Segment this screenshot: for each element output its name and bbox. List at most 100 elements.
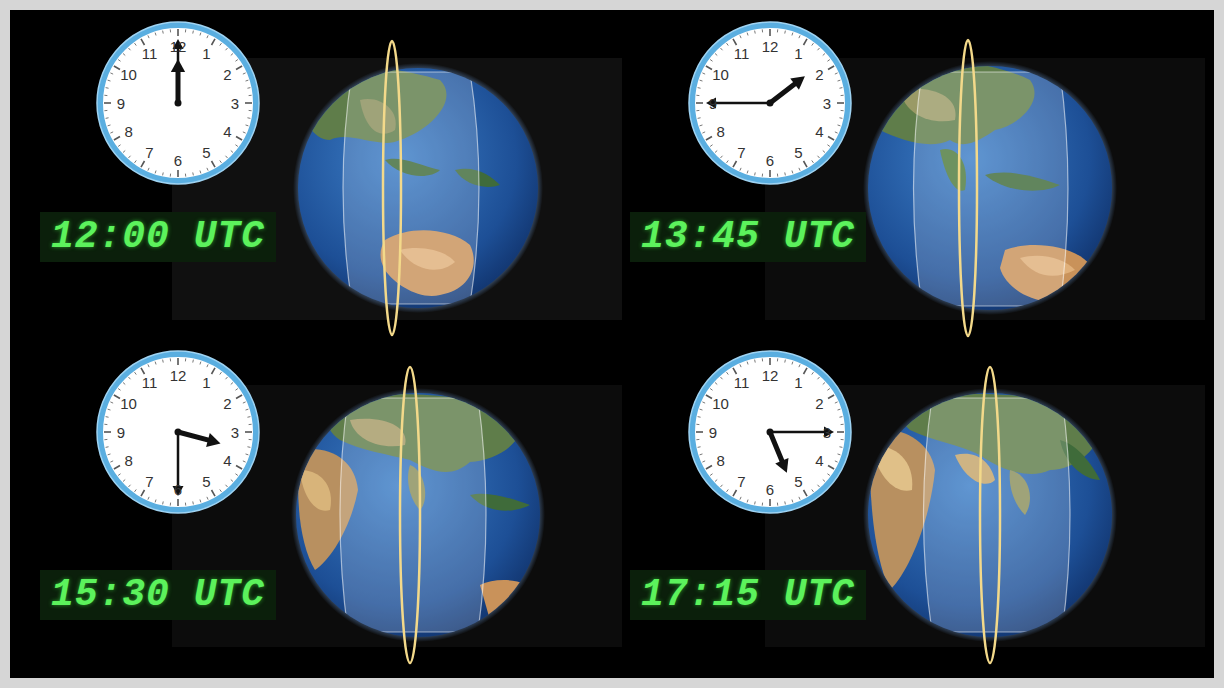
clock-tick [177,29,179,36]
clock-tick [710,389,712,391]
clock-tick [777,29,778,32]
digital-time: 15:30 UTC [51,576,265,614]
clock-tick [827,60,829,62]
clock-tick [108,409,111,411]
clock-tick [762,174,763,177]
clock-tick [207,35,208,38]
clock-tick [696,439,699,440]
clock-tick [762,29,763,32]
clock-tick [235,60,237,62]
clock-tick [799,364,800,367]
clock-tick [747,500,749,503]
clock-tick [249,439,252,440]
clock-number: 9 [709,96,717,111]
clock-tick [128,485,130,487]
clock-tick [720,485,722,487]
clock-tick [118,389,120,391]
clock-face [692,25,848,181]
background [10,10,1214,678]
clock-tick [818,485,820,487]
clock-tick [236,66,242,70]
clock-tick [733,39,737,45]
clock-tick [148,35,149,38]
clock-tick [155,500,157,503]
clock-number: 3 [823,96,831,111]
clock-tick [106,416,109,418]
clock-tick [762,358,763,361]
clock-number: 9 [117,96,125,111]
clock-tick [812,43,814,45]
clock-tick [823,480,825,482]
clock-tick [231,53,233,55]
clock-rim [689,351,851,513]
clock-number: 4 [815,124,823,139]
clock-hand-head [790,76,805,90]
globe [293,41,543,335]
clock-tick [720,48,722,50]
clock-tick [837,102,844,104]
clock-tick [823,151,825,153]
clock-tick [828,66,834,70]
clock-hand [176,69,181,103]
clock-tick [835,402,838,403]
clock-tick [207,364,208,367]
clock-tick [818,48,820,50]
clock-tick [247,446,250,448]
clock-number: 12 [762,39,779,54]
clock-number: 11 [734,375,750,390]
clock-hand [178,432,210,441]
clock-tick [698,416,701,418]
clock-tick [110,132,113,133]
clock-tick [733,161,737,167]
clock-tick [162,172,164,175]
clock-tick [155,362,157,365]
clock-number: 10 [120,67,137,82]
clock-tick [769,170,771,177]
clock-tick [212,161,216,167]
globe [291,367,545,663]
clock-tick [696,95,699,96]
clock-number: 11 [142,46,158,61]
clock-tick [123,53,125,55]
clock-tick [170,29,171,32]
clock-tick [246,409,249,411]
clock-tick [177,170,179,177]
clock-tick [747,362,749,365]
clock-tick [715,53,717,55]
clock-number: 5 [202,474,210,489]
clock-number: 11 [142,375,158,390]
clock-hand [770,432,783,463]
clock-tick [114,395,120,399]
clock-number: 12 [170,368,187,383]
clock-number: 6 [174,482,182,497]
clock-tick [710,474,712,476]
clock-tick [698,117,701,119]
clock-tick [700,80,703,82]
clock-tick [236,466,242,470]
clock-tick [192,31,194,34]
clock-tick [110,402,113,403]
clock-tick [192,172,194,175]
clock-tick [123,480,125,482]
clock-tick [733,368,737,374]
clock-tick [812,160,814,162]
clock-tick [696,424,699,425]
clock-tick [828,137,834,141]
clock-tick [700,409,703,411]
clock-tick [818,377,820,379]
clock-tick [715,382,717,384]
clock-tick [128,377,130,379]
clock-tick [696,431,703,433]
display-bg [630,570,866,620]
clock-tick [231,151,233,153]
clock-tick [812,372,814,374]
display-bg [40,212,276,262]
clock-number: 7 [145,474,153,489]
clock-tick [720,377,722,379]
clock-number: 8 [716,453,724,468]
clock-tick [727,372,729,374]
clock-tick [838,124,841,126]
clock-tick [706,66,712,70]
clock-tick [243,73,246,74]
